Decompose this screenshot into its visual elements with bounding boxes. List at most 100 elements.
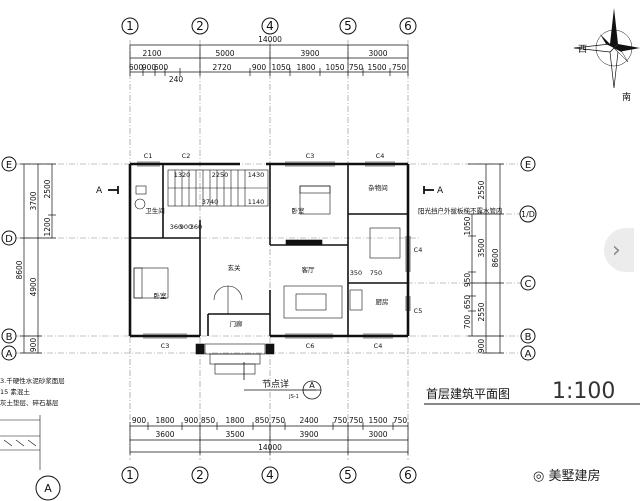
drawing-title: 首层建筑平面图 bbox=[426, 386, 510, 401]
front-steps bbox=[195, 343, 275, 375]
window-label-c4-right: C4 bbox=[414, 246, 423, 254]
section-cut-right: A bbox=[437, 186, 444, 196]
dim-bottom-detail-7: 750 bbox=[271, 416, 286, 425]
dim-left-outer-1: 3700 bbox=[29, 191, 38, 210]
room-bathroom: 卫生间 bbox=[145, 206, 165, 215]
window-label-c1: C1 bbox=[144, 152, 153, 160]
dim-top-detail-2: 900 bbox=[142, 63, 157, 72]
axis-label-bottom-6: 6 bbox=[404, 468, 412, 482]
dim-total-width-top: 14000 bbox=[258, 35, 282, 44]
dim-right-inner-1: 1050 bbox=[463, 216, 472, 235]
furniture bbox=[133, 185, 401, 319]
dim-right-inner-4: 650 bbox=[463, 295, 472, 310]
inner-dim-6: 360 bbox=[170, 223, 182, 231]
watermark: ◎ 美墅建房 bbox=[533, 465, 601, 484]
dim-top-detail-3: 600 bbox=[154, 63, 169, 72]
dim-top-detail-6: 900 bbox=[252, 63, 267, 72]
inner-dim-1: 1320 bbox=[174, 171, 191, 179]
bottom-dimension-lines bbox=[129, 422, 409, 455]
axis-bubbles-top bbox=[121, 17, 417, 35]
compass-south: 南 bbox=[622, 91, 631, 103]
detail-ref-bottom: JS-1 bbox=[288, 394, 299, 400]
inner-dim-5: 1140 bbox=[248, 198, 265, 206]
axis-label-right-E: E bbox=[525, 160, 531, 171]
axis-label-left-D: D bbox=[5, 234, 13, 245]
dim-top-axis-2: 5000 bbox=[215, 49, 234, 58]
dim-bottom-detail-2: 1800 bbox=[155, 416, 174, 425]
dim-bottom-detail-8: 2400 bbox=[299, 416, 318, 425]
axis-label-right-1D: 1/D bbox=[521, 210, 535, 219]
window-label-c6: C6 bbox=[306, 342, 315, 350]
axis-label-right-C: C bbox=[525, 279, 532, 290]
axis-label-top-2: 2 bbox=[196, 19, 204, 33]
window-marks bbox=[137, 161, 411, 339]
dim-top-detail-1: 600 bbox=[129, 63, 144, 72]
dim-bottom-detail-12: 750 bbox=[393, 416, 408, 425]
floor-note-2: 15 素混土 bbox=[0, 387, 30, 396]
axis-label-bottom-2: 2 bbox=[196, 468, 204, 482]
beam-note: 阳光挡户外拔板梯不露水管内 bbox=[418, 206, 503, 215]
drawing-scale: 1:100 bbox=[552, 379, 615, 404]
dim-top-detail-10: 750 bbox=[349, 63, 364, 72]
axis-label-top-4: 4 bbox=[266, 19, 274, 33]
axis-label-bottom-1: 1 bbox=[126, 468, 134, 482]
dim-bottom-detail-10: 750 bbox=[349, 416, 364, 425]
dim-top-axis-1: 2100 bbox=[142, 49, 161, 58]
section-cut-markers bbox=[108, 186, 434, 194]
room-foyer: 玄关 bbox=[228, 263, 242, 272]
axis-grid-vertical bbox=[129, 40, 409, 460]
dim-right-outer-1: 2550 bbox=[477, 180, 486, 199]
axis-label-top-1: 1 bbox=[126, 19, 134, 33]
room-bedroom-right: 卧室 bbox=[292, 206, 306, 215]
dim-bottom-axis-4: 3000 bbox=[368, 430, 387, 439]
window-label-c4-bottom: C4 bbox=[374, 342, 383, 350]
dim-top-detail-8: 1800 bbox=[296, 63, 315, 72]
wechat-icon: ◎ bbox=[533, 469, 549, 484]
axis-label-left-A: A bbox=[6, 349, 13, 360]
axis-bubbles-right bbox=[519, 156, 537, 361]
detail-callout bbox=[243, 362, 322, 400]
axis-bubbles-bottom bbox=[121, 466, 417, 484]
room-gate: 门廊 bbox=[230, 319, 244, 328]
detail-bubble-A-label: A bbox=[44, 482, 52, 495]
room-living: 客厅 bbox=[302, 265, 316, 274]
axis-label-left-E: E bbox=[6, 160, 12, 171]
dim-bottom-detail-4: 850 bbox=[201, 416, 216, 425]
next-slide-button[interactable]: › bbox=[604, 228, 634, 272]
dim-left-total: 8600 bbox=[15, 260, 24, 279]
dim-bottom-axis-2: 3500 bbox=[225, 430, 244, 439]
dim-top-small: 240 bbox=[169, 75, 184, 84]
axis-grid-horizontal bbox=[14, 163, 530, 354]
floor-note-3: 灰土垫层、碎石基层 bbox=[0, 398, 59, 407]
inner-dim-7: 900 bbox=[180, 223, 192, 231]
axis-label-right-A: A bbox=[525, 349, 532, 360]
dim-top-detail-5: 2720 bbox=[212, 63, 231, 72]
right-dimension-lines bbox=[468, 163, 504, 354]
axis-label-bottom-4: 4 bbox=[266, 468, 274, 482]
room-bedroom-left: 卧室 bbox=[154, 291, 168, 300]
compass-west: 西 bbox=[578, 44, 587, 55]
inner-dim-10: 750 bbox=[370, 269, 382, 277]
watermark-text: 美墅建房 bbox=[548, 469, 601, 484]
compass-icon bbox=[573, 8, 640, 89]
dim-left-inner-2: 1200 bbox=[43, 217, 52, 236]
dim-top-axis-3: 3900 bbox=[300, 49, 319, 58]
chevron-right-icon: › bbox=[612, 238, 621, 263]
axis-label-right-B: B bbox=[525, 332, 532, 343]
exterior-walls bbox=[128, 162, 410, 338]
dim-bottom-detail-11: 1500 bbox=[368, 416, 387, 425]
window-label-c3-bottom: C3 bbox=[161, 342, 170, 350]
floor-section-hatch bbox=[0, 415, 41, 470]
dim-bottom-axis-3: 3900 bbox=[299, 430, 318, 439]
dim-left-inner-1: 2500 bbox=[43, 179, 52, 198]
dim-right-inner-5: 700 bbox=[463, 315, 472, 330]
inner-dim-4: 3740 bbox=[202, 198, 219, 206]
window-label-c4-top: C4 bbox=[376, 152, 385, 160]
window-label-c3-top: C3 bbox=[306, 152, 315, 160]
dim-left-outer-3: 4900 bbox=[29, 277, 38, 296]
dim-top-detail-11: 1500 bbox=[367, 63, 386, 72]
dim-bottom-detail-5: 1800 bbox=[225, 416, 244, 425]
dim-top-detail-12: 750 bbox=[392, 63, 407, 72]
axis-bubbles-left bbox=[1, 156, 17, 361]
